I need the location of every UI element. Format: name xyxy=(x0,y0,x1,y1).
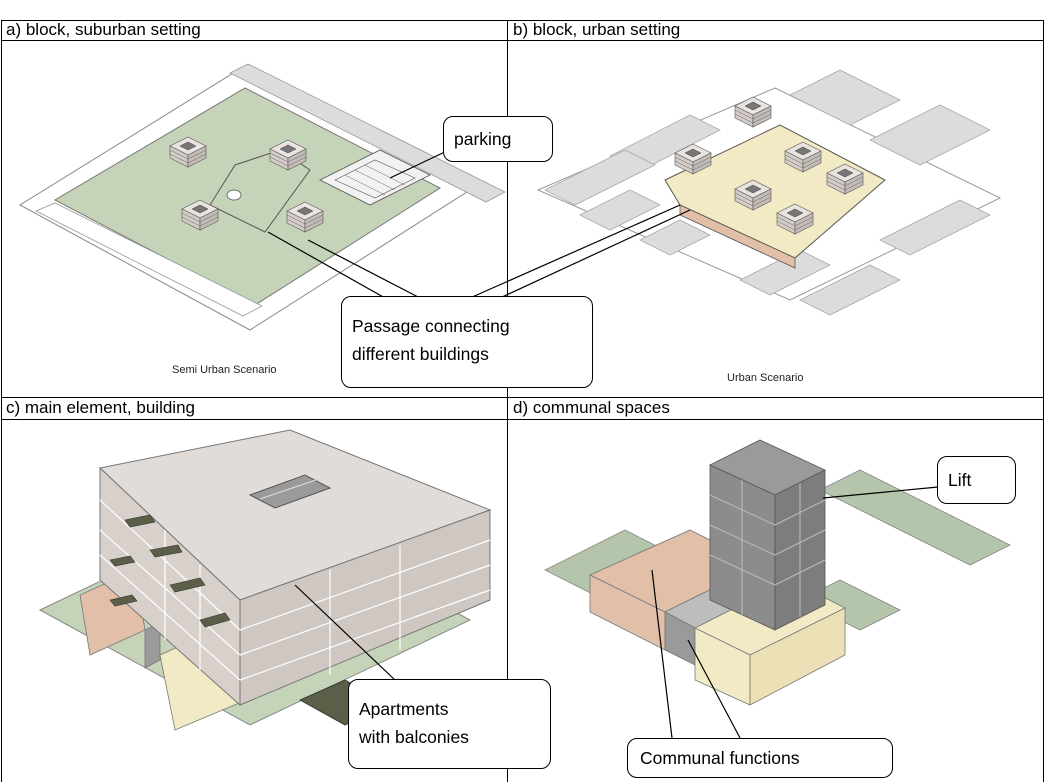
callout-communal: Communal functions xyxy=(627,738,893,778)
grid-line-header-top xyxy=(1,40,1044,41)
caption-urban: Urban Scenario xyxy=(727,372,804,384)
panel-b-header: b) block, urban setting xyxy=(513,20,681,39)
road-a-north xyxy=(229,63,506,203)
parking-lot xyxy=(319,149,431,206)
panel-c-drawing xyxy=(38,429,492,731)
callout-parking-text: parking xyxy=(454,129,512,149)
panel-a-drawing xyxy=(19,63,506,331)
callout-passage-line1: Passage connecting xyxy=(352,316,510,336)
panel-b-drawing xyxy=(469,69,1002,316)
grid-line-right xyxy=(1043,20,1044,782)
caption-semi-urban: Semi Urban Scenario xyxy=(172,364,277,376)
callout-apartments-line2: with balconies xyxy=(359,727,469,747)
roof-opening xyxy=(248,474,332,509)
panel-d-header: d) communal spaces xyxy=(513,398,670,417)
panel-d-drawing xyxy=(544,439,1011,739)
callout-lift: Lift xyxy=(937,456,1016,504)
callout-parking: parking xyxy=(443,116,553,162)
callout-lift-text: Lift xyxy=(948,470,972,490)
callout-passage-line2: different buildings xyxy=(352,344,489,364)
grid-line-left xyxy=(1,20,2,782)
callout-apartments-line1: Apartments xyxy=(359,699,449,719)
grid-line-center xyxy=(507,20,508,782)
callout-communal-text: Communal functions xyxy=(640,748,800,768)
grid-line-middle xyxy=(1,397,1044,398)
grid-line-top xyxy=(1,20,1044,21)
urban-podium xyxy=(664,124,886,259)
grid-line-header-bottom xyxy=(1,419,1044,420)
callout-passage: Passage connecting different buildings xyxy=(341,296,593,388)
panel-c-header: c) main element, building xyxy=(6,398,195,417)
callout-apartments: Apartments with balconies xyxy=(348,679,551,769)
panel-a-header: a) block, suburban setting xyxy=(6,20,201,39)
